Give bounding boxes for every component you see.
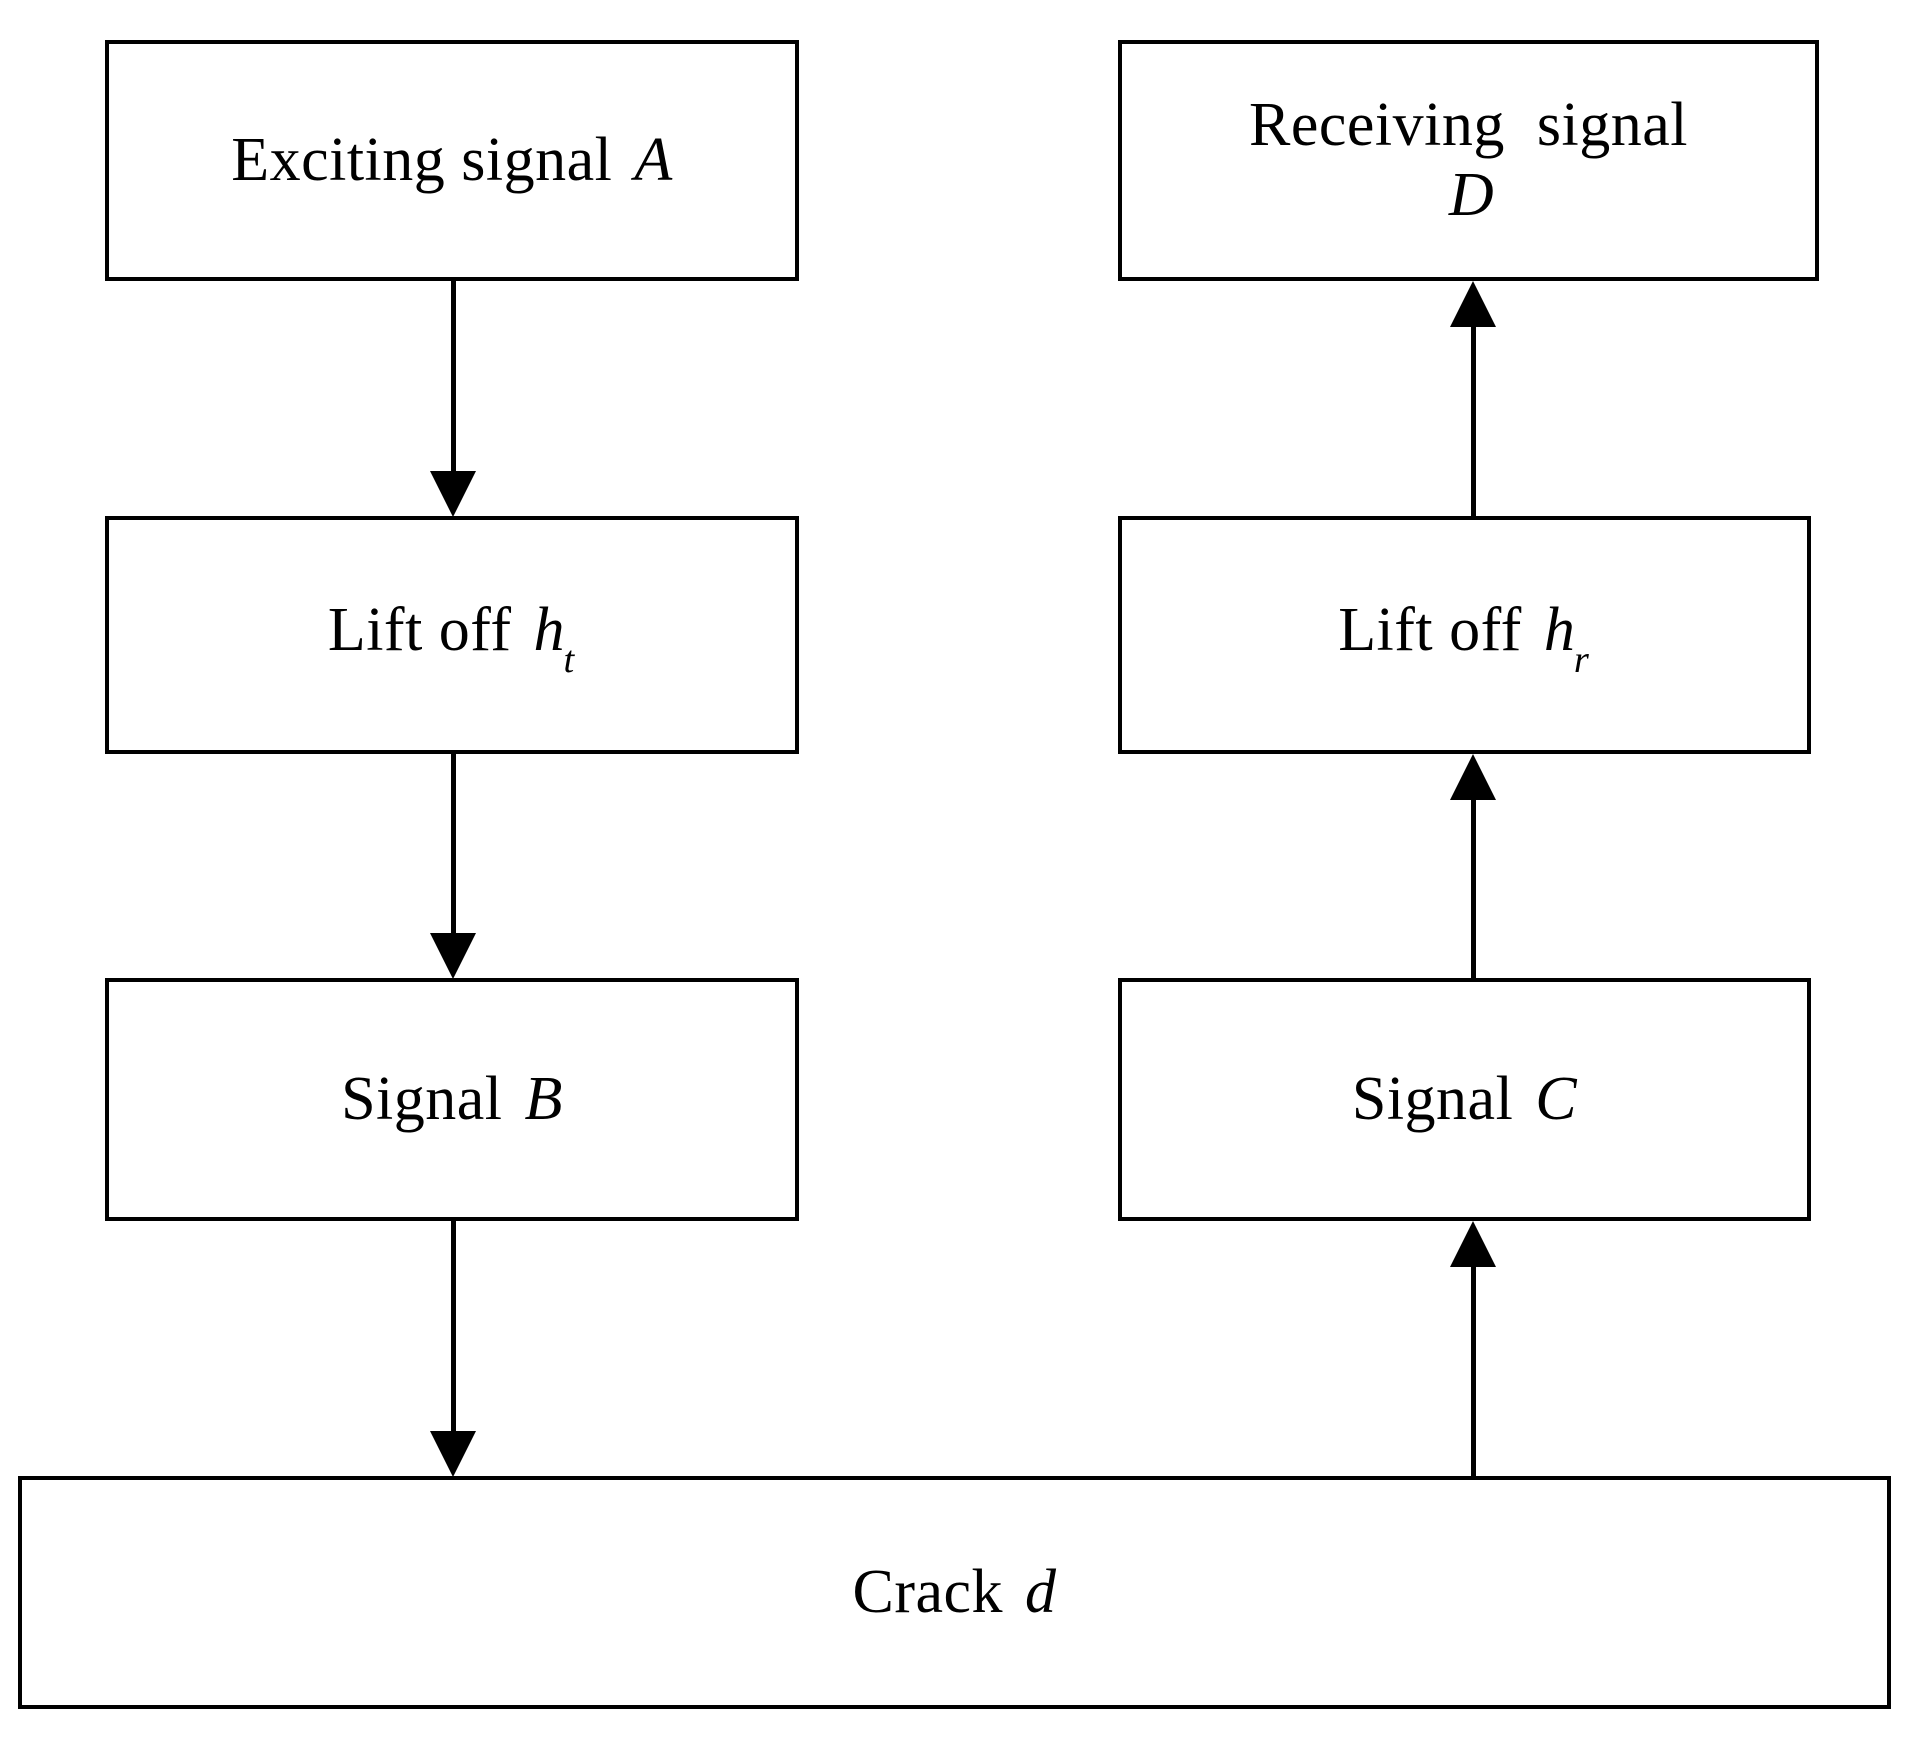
arrow-lift-off-r-to-receiving-signal	[1450, 281, 1496, 517]
arrow-lift-off-t-to-signal-b	[430, 754, 476, 979]
arrowhead-up-icon	[1450, 754, 1496, 800]
arrow-exciting-signal-to-lift-off-t	[430, 281, 476, 517]
arrow-shaft	[1470, 1265, 1476, 1477]
node-signal-c-label: Signal C	[1351, 1064, 1578, 1133]
subscript-t: t	[563, 639, 575, 682]
arrowhead-up-icon	[1450, 1221, 1496, 1267]
arrow-shaft	[450, 1221, 456, 1433]
variable-h: h	[1543, 596, 1576, 665]
variable-h: h	[533, 596, 565, 665]
arrowhead-down-icon	[430, 933, 476, 979]
arrow-shaft	[1470, 798, 1476, 979]
arrow-shaft	[1470, 325, 1476, 517]
arrowhead-down-icon	[430, 471, 476, 517]
node-lift-off-t-label: Lift off ht	[327, 596, 575, 682]
node-signal-b[interactable]: Signal B	[105, 978, 799, 1221]
arrow-signal-c-to-lift-off-r	[1450, 754, 1496, 979]
arrowhead-up-icon	[1450, 281, 1496, 327]
node-lift-off-r[interactable]: Lift off hr	[1118, 516, 1811, 754]
variable-d-crack: d	[1025, 1557, 1057, 1626]
node-receiving-signal[interactable]: Receiving signal D	[1118, 40, 1819, 281]
subscript-r: r	[1573, 639, 1590, 682]
arrowhead-down-icon	[430, 1431, 476, 1477]
node-crack[interactable]: Crack d	[18, 1476, 1891, 1709]
node-lift-off-r-label: Lift off hr	[1338, 596, 1590, 682]
node-crack-label: Crack d	[852, 1557, 1057, 1626]
arrow-crack-to-signal-c	[1450, 1221, 1496, 1477]
variable-b: B	[524, 1064, 563, 1133]
node-receiving-signal-label: Receiving signal D	[1249, 91, 1688, 229]
arrow-shaft	[450, 281, 456, 473]
arrow-shaft	[450, 754, 456, 935]
node-signal-b-label: Signal B	[341, 1064, 563, 1133]
arrow-signal-b-to-crack	[430, 1221, 476, 1477]
node-lift-off-t[interactable]: Lift off ht	[105, 516, 799, 754]
variable-d: D	[1448, 160, 1495, 229]
node-exciting-signal[interactable]: Exciting signal A	[105, 40, 799, 281]
node-exciting-signal-label: Exciting signal A	[231, 125, 673, 194]
variable-a: A	[634, 125, 673, 194]
node-signal-c[interactable]: Signal C	[1118, 978, 1811, 1221]
variable-c: C	[1535, 1064, 1578, 1133]
